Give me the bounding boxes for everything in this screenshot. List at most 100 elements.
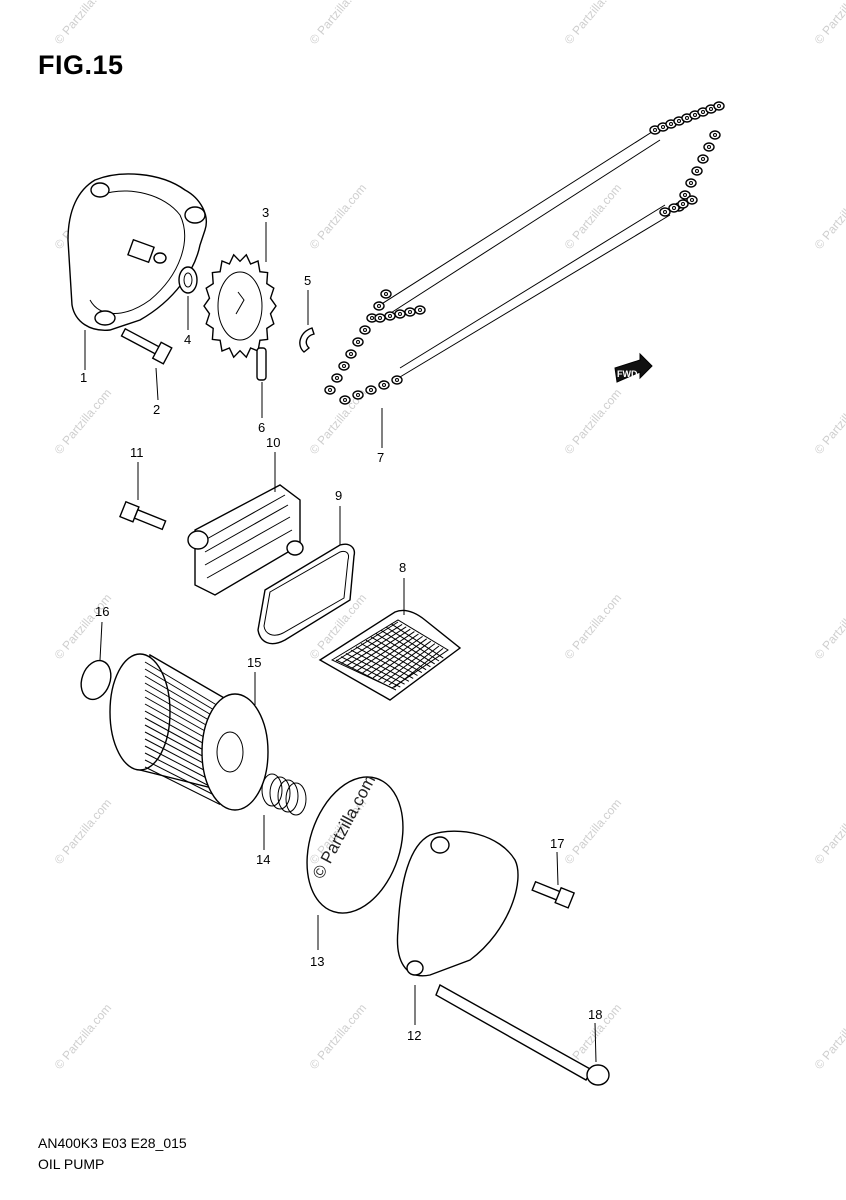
- bolt-part-11: [119, 500, 167, 531]
- chain-link-pin: [418, 308, 422, 312]
- chain-link: [339, 395, 351, 405]
- chain-link: [686, 195, 698, 205]
- callout-6: 6: [258, 420, 265, 435]
- chain-link-pin: [701, 157, 705, 161]
- callout-1: 1: [80, 370, 87, 385]
- callout-7: 7: [377, 450, 384, 465]
- chain-link-pin: [683, 193, 687, 197]
- oil-strainer-part-10: [187, 484, 304, 596]
- chain-link: [677, 199, 689, 209]
- chain-link-pin: [370, 316, 374, 320]
- circlip-part-5: [299, 327, 315, 353]
- mesh-line: [362, 633, 419, 674]
- chain-link: [414, 305, 426, 315]
- chain-link-pin: [388, 314, 392, 318]
- chain-link-pin: [343, 398, 347, 402]
- mesh-line: [372, 638, 427, 679]
- mesh-line: [345, 652, 405, 685]
- sprocket-part-3: [203, 253, 277, 359]
- chain-link-pin: [384, 292, 388, 296]
- chain-link-pin: [356, 340, 360, 344]
- chain-link: [359, 325, 371, 335]
- mesh-line: [340, 656, 401, 688]
- chain-link-pin: [335, 376, 339, 380]
- oil-filter-part-15: [109, 653, 269, 811]
- partzilla-watermark: © Partzilla.com: [562, 591, 625, 662]
- chain-link-pin: [408, 310, 412, 314]
- partzilla-watermark: © Partzilla.com: [52, 386, 115, 457]
- callout-14: 14: [256, 852, 270, 867]
- chain-link-pin: [713, 133, 717, 137]
- figure-title: FIG.15: [38, 50, 124, 80]
- filter-pleat: [144, 766, 221, 805]
- chain-link-pin: [677, 119, 681, 123]
- chain-link-pin: [363, 328, 367, 332]
- chain-link: [365, 385, 377, 395]
- filter-pleat: [144, 661, 221, 708]
- callout-9: 9: [335, 488, 342, 503]
- chain-link-pin: [382, 383, 386, 387]
- filter-pleat: [144, 675, 221, 721]
- screen-plate-part-8: [318, 609, 462, 701]
- washer-part-4: [178, 266, 198, 294]
- callout-8: 8: [399, 560, 406, 575]
- chain-link: [391, 375, 403, 385]
- callout-4: 4: [184, 332, 191, 347]
- bolt-part-2: [120, 327, 173, 365]
- partzilla-watermark: © Partzilla.com: [52, 796, 115, 867]
- pin-part-6: [256, 347, 267, 381]
- callout-18: 18: [588, 1007, 602, 1022]
- callout-12: 12: [407, 1028, 421, 1043]
- fwd-arrow-icon: FWD: [614, 352, 653, 383]
- mesh-line: [367, 635, 423, 676]
- chain-link: [668, 203, 680, 213]
- chain-link-pin: [689, 181, 693, 185]
- mesh-line: [370, 636, 427, 671]
- bolt-part-17: [531, 880, 576, 909]
- mesh-line: [335, 659, 397, 691]
- chain-link-pin: [395, 378, 399, 382]
- chain-link-pin: [695, 169, 699, 173]
- callout-16: 16: [95, 604, 109, 619]
- chain-link: [373, 301, 385, 311]
- partzilla-watermark: © Partzilla.com: [812, 0, 846, 47]
- chain-link: [384, 311, 396, 321]
- partzilla-watermark: © Partzilla.com: [307, 181, 370, 252]
- partzilla-watermark: © Partzilla.com: [812, 181, 846, 252]
- chain-link: [345, 349, 357, 359]
- chain-link-pin: [690, 198, 694, 202]
- diagram-name: OIL PUMP: [38, 1156, 105, 1172]
- partzilla-watermark: © Partzilla.com: [562, 796, 625, 867]
- chain-link: [713, 101, 725, 111]
- chain-link: [378, 380, 390, 390]
- partzilla-watermark: © Partzilla.com: [812, 591, 846, 662]
- partzilla-watermark: © Partzilla.com: [52, 0, 115, 47]
- chain-link: [659, 207, 671, 217]
- partzilla-watermark: © Partzilla.com: [812, 796, 846, 867]
- filter-pleat: [144, 668, 221, 714]
- chain-link-pin: [669, 122, 673, 126]
- callout-11: 11: [130, 445, 144, 460]
- partzilla-watermark: © Partzilla.com: [812, 1001, 846, 1072]
- callout-13: 13: [310, 954, 324, 969]
- chain-link-pin: [672, 206, 676, 210]
- mesh-line: [393, 648, 444, 688]
- chain-link-pin: [398, 312, 402, 316]
- chain-link-pin: [328, 388, 332, 392]
- oil-pump-body: [67, 173, 207, 331]
- chain-link-pin: [663, 210, 667, 214]
- callout-10: 10: [266, 435, 280, 450]
- mesh-line: [390, 623, 444, 659]
- fwd-label: FWD: [617, 369, 638, 379]
- mesh-line: [350, 649, 410, 682]
- chain-link: [374, 313, 386, 323]
- leader-lines: [84, 222, 597, 1063]
- chain-link-pin: [701, 110, 705, 114]
- chain-link: [352, 337, 364, 347]
- partzilla-watermark: © Partzilla.com: [562, 386, 625, 457]
- chain-link-pin: [369, 388, 373, 392]
- partzilla-watermark: © Partzilla.com: [307, 0, 370, 47]
- callout-2: 2: [153, 402, 160, 417]
- chain-link: [679, 190, 691, 200]
- callout-labels: 1 2 3 4 5 6 7 8 9 10 11 12 13 14 15 16 1…: [80, 205, 602, 1043]
